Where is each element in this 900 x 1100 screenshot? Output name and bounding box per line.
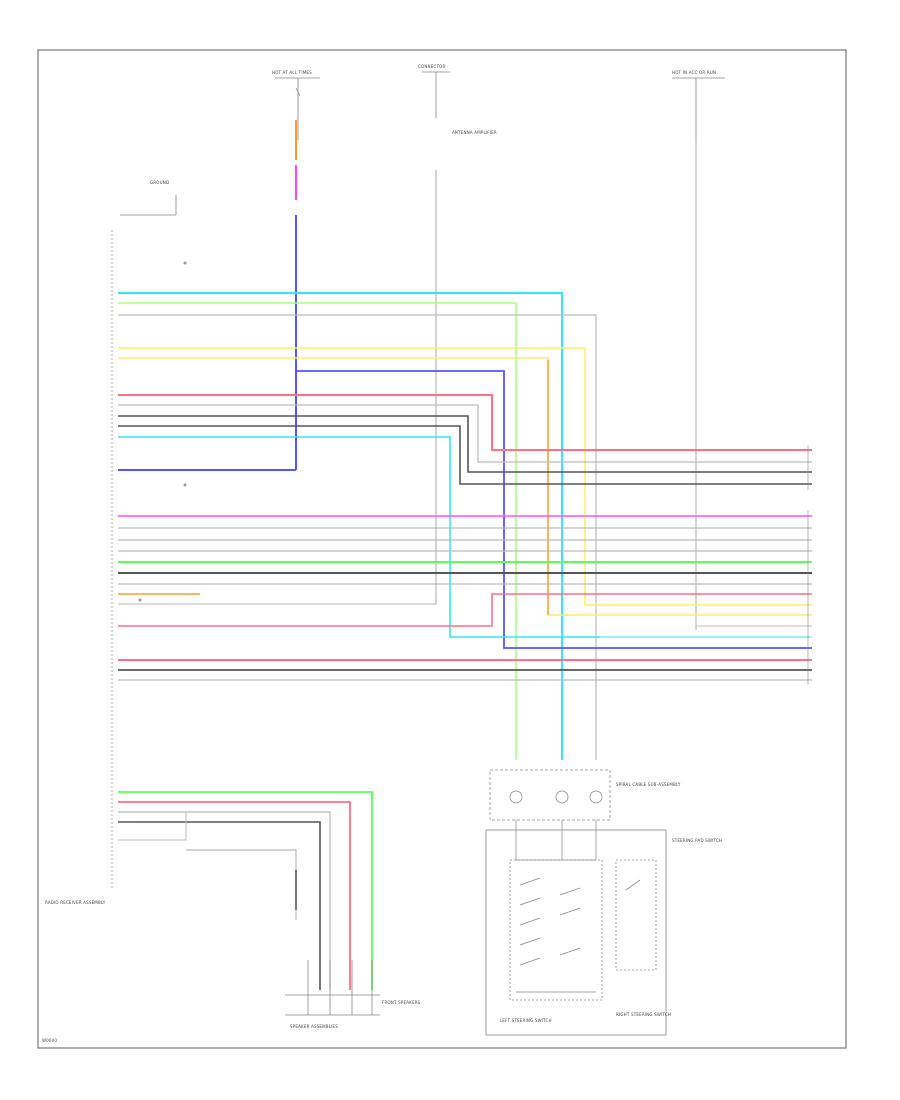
- wire-gray-1: [118, 404, 812, 463]
- wire-red-mid: [118, 593, 812, 627]
- wire-lightgreen-top: [118, 302, 517, 760]
- spiral-cable-wires-down: [515, 820, 597, 860]
- wire-yellow-1: [118, 347, 812, 606]
- bottom-speaker-block: [285, 960, 380, 1016]
- wire-red-upper: [118, 394, 812, 451]
- label-spiral-cable: SPIRAL CABLE SUB-ASSEMBLY: [616, 782, 681, 787]
- wire-blue-loop: [296, 370, 812, 649]
- wire-gray-speaker: [118, 811, 331, 990]
- label-top-connector: CONNECTOR: [418, 64, 446, 69]
- wire-dark-speaker: [118, 821, 321, 990]
- label-top-left-fuse: HOT AT ALL TIMES: [272, 70, 312, 75]
- diagram-frame: [37, 49, 847, 1049]
- wire-dark-1: [118, 415, 812, 473]
- label-speaker-assemblies: SPEAKER ASSEMBLIES: [290, 1024, 339, 1029]
- top-connector-block: [422, 71, 450, 118]
- label-left-steering-switch: LEFT STEERING SWITCH: [500, 1018, 552, 1023]
- label-ground: GROUND: [150, 180, 170, 185]
- wire-dark-2: [118, 425, 812, 485]
- spiral-cable-block: [489, 769, 611, 821]
- wire-gray-speaker-2: [118, 812, 187, 841]
- wire-yellow-2: [118, 357, 812, 616]
- wire-red-speaker: [118, 801, 351, 990]
- top-right-fuse-block: [672, 77, 725, 140]
- radio-pin-markers: [138, 261, 187, 602]
- wire-gray-top: [118, 314, 597, 760]
- wire-cyan-top: [118, 292, 563, 760]
- wire-green-speaker: [118, 791, 373, 990]
- label-right-steering-switch: RIGHT STEERING SWITCH: [616, 1012, 672, 1017]
- wire-gray-speaker-3: [186, 849, 297, 920]
- label-top-right-fuse: HOT IN ACC OR RUN: [672, 70, 717, 75]
- top-left-fuse-block: [275, 77, 320, 140]
- label-radio-receiver: RADIO RECEIVER ASSEMBLY: [45, 900, 106, 905]
- label-front-speakers: FRONT SPEAKERS: [382, 1000, 421, 1005]
- label-page-number: W0000: [42, 1038, 58, 1043]
- ground-symbol: [120, 195, 177, 216]
- label-antenna-unit: ANTENNA AMPLIFIER: [452, 130, 497, 135]
- wire-cyan-lower: [118, 436, 812, 638]
- label-steering-pad: STEERING PAD SWITCH: [672, 838, 723, 843]
- steering-switch-block: [485, 829, 667, 1036]
